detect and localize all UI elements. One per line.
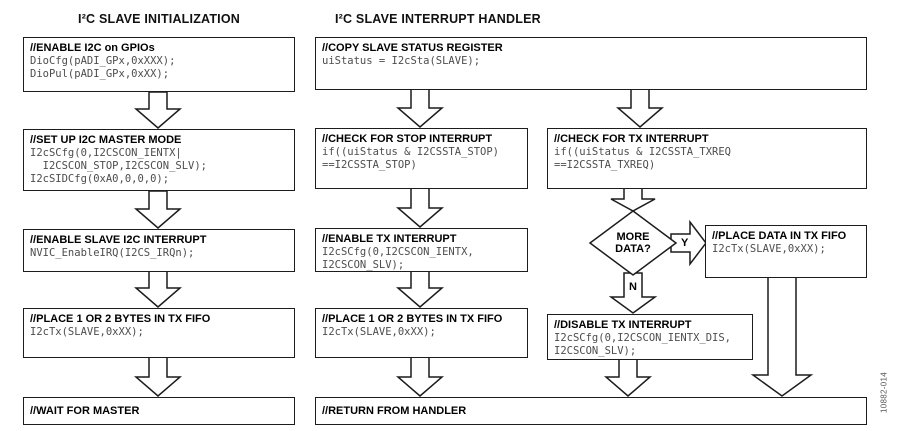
code-line: I2cSCfg(0,I2CSCON_IENTX, (322, 246, 474, 258)
box-place-data-tx-fifo: //PLACE DATA IN TX FIFO I2cTx(SLAVE,0xXX… (705, 225, 867, 278)
code-line: DioCfg(pADI_GPx,0xXXX); (30, 55, 176, 67)
box-header: //ENABLE SLAVE I2C INTERRUPT (30, 234, 207, 246)
box-enable-i2c-gpios: //ENABLE I2C on GPIOs DioCfg(pADI_GPx,0x… (23, 37, 295, 92)
arrow-down-icon (395, 186, 445, 228)
box-copy-status-register: //COPY SLAVE STATUS REGISTER uiStatus = … (315, 37, 867, 90)
box-header: //PLACE DATA IN TX FIFO (712, 230, 847, 242)
box-disable-tx-interrupt: //DISABLE TX INTERRUPT I2cSCfg(0,I2CSCON… (547, 314, 753, 360)
branch-no-label: N (629, 281, 637, 293)
arrow-down-icon (395, 270, 445, 308)
code-line: I2cTx(SLAVE,0xXX); (712, 243, 826, 255)
arrow-down-icon (615, 88, 665, 128)
box-setup-master-mode: //SET UP I2C MASTER MODE I2cSCfg(0,I2CSC… (23, 129, 295, 191)
arrow-down-long-icon (750, 276, 814, 397)
decision-line2: DATA? (615, 243, 651, 255)
code-line: I2CSCON_STOP,I2CSCON_SLV); (30, 160, 208, 172)
code-line: I2cTx(SLAVE,0xXX); (322, 326, 436, 338)
code-line: I2cSCfg(0,I2CSCON_IENTX_DIS, (554, 332, 732, 344)
box-header: //ENABLE TX INTERRUPT (322, 233, 457, 245)
decision-more-data: MORE DATA? (590, 231, 676, 255)
arrow-down-icon (395, 88, 445, 128)
arrow-down-no-icon (608, 272, 658, 314)
box-place-bytes-init: //PLACE 1 OR 2 BYTES IN TX FIFO I2cTx(SL… (23, 308, 295, 358)
code-line: I2cSIDCfg(0xA0,0,0,0); (30, 173, 170, 185)
section-title-initialization: I²C SLAVE INITIALIZATION (78, 12, 240, 26)
code-line: NVIC_EnableIRQ(I2CS_IRQn); (30, 247, 195, 259)
arrow-down-icon (133, 91, 183, 129)
box-wait-for-master: //WAIT FOR MASTER (23, 397, 295, 425)
box-header: //WAIT FOR MASTER (30, 405, 140, 417)
code-line: I2CSCON_SLV); (554, 345, 637, 357)
box-header: //PLACE 1 OR 2 BYTES IN TX FIFO (30, 313, 211, 325)
code-line: I2CSCON_SLV); (322, 259, 405, 271)
box-check-stop-interrupt: //CHECK FOR STOP INTERRUPT if((uiStatus … (315, 128, 528, 189)
code-line: uiStatus = I2cSta(SLAVE); (322, 55, 481, 67)
arrow-down-icon (133, 190, 183, 229)
arrow-down-icon (133, 356, 183, 397)
code-line: I2cSCfg(0,I2CSCON_IENTX| (30, 147, 182, 159)
code-line: I2cTx(SLAVE,0xXX); (30, 326, 144, 338)
box-header: //DISABLE TX INTERRUPT (554, 319, 692, 331)
box-return-from-handler: //RETURN FROM HANDLER (315, 397, 867, 425)
arrow-right-yes-icon (670, 219, 707, 267)
box-header: //COPY SLAVE STATUS REGISTER (322, 42, 503, 54)
section-title-interrupt-handler: I²C SLAVE INTERRUPT HANDLER (335, 12, 541, 26)
code-line: if((uiStatus & I2CSSTA_STOP) (322, 146, 500, 158)
box-header: //ENABLE I2C on GPIOs (30, 42, 155, 54)
arrow-down-icon (610, 187, 656, 212)
arrow-down-icon (133, 270, 183, 308)
figure-number: 10882-014 (879, 372, 889, 413)
code-line: ==I2CSSTA_TXREQ) (554, 159, 656, 171)
arrow-down-icon (395, 356, 445, 397)
box-place-bytes-handler: //PLACE 1 OR 2 BYTES IN TX FIFO I2cTx(SL… (315, 308, 528, 358)
box-header: //SET UP I2C MASTER MODE (30, 134, 182, 146)
code-line: ==I2CSSTA_STOP) (322, 159, 417, 171)
box-enable-slave-interrupt: //ENABLE SLAVE I2C INTERRUPT NVIC_Enable… (23, 229, 295, 272)
box-enable-tx-interrupt: //ENABLE TX INTERRUPT I2cSCfg(0,I2CSCON_… (315, 228, 528, 272)
branch-yes-label: Y (681, 237, 689, 249)
box-header: //PLACE 1 OR 2 BYTES IN TX FIFO (322, 313, 503, 325)
box-header: //CHECK FOR STOP INTERRUPT (322, 133, 493, 145)
box-header: //CHECK FOR TX INTERRUPT (554, 133, 709, 145)
decision-line1: MORE (616, 231, 650, 243)
box-header: //RETURN FROM HANDLER (322, 405, 467, 417)
code-line: if((uiStatus & I2CSSTA_TXREQ (554, 146, 732, 158)
box-check-tx-interrupt: //CHECK FOR TX INTERRUPT if((uiStatus & … (547, 128, 867, 189)
code-line: DioPul(pADI_GPx,0xXX); (30, 68, 170, 80)
arrow-down-icon (603, 358, 653, 397)
decision-diamond (588, 210, 678, 276)
